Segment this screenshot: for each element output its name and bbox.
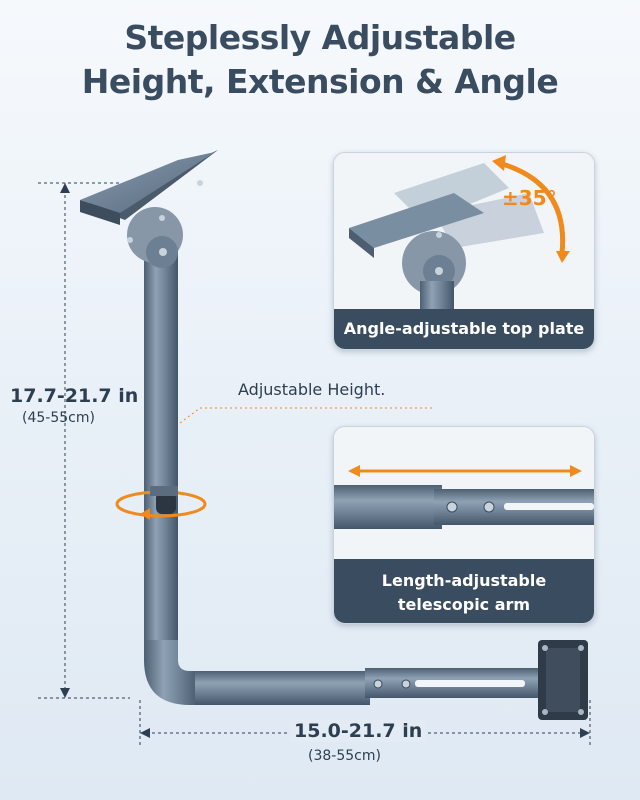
height-dimension-metric: (45-55cm) xyxy=(22,410,95,426)
arm-screw xyxy=(373,679,383,689)
telescopic-arm-illustration xyxy=(334,427,594,559)
arm-screw xyxy=(401,679,411,689)
wall-plate xyxy=(538,640,588,720)
title-line-2: Height, Extension & Angle xyxy=(81,62,559,101)
telescopic-caption-line-2: telescopic arm xyxy=(397,595,531,614)
angle-range-label: ±35° xyxy=(502,186,557,210)
page-title: Steplessly Adjustable Height, Extension … xyxy=(0,16,640,104)
top-plate-bracket xyxy=(80,150,218,268)
telescopic-caption-line-1: Length-adjustable xyxy=(381,571,547,590)
length-dimension-label: 15.0-21.7 in xyxy=(290,720,427,742)
angle-card-caption: Angle-adjustable top plate xyxy=(334,309,594,349)
arm-slot xyxy=(415,680,525,687)
tube-elbow xyxy=(144,640,200,705)
length-dimension-metric: (38-55cm) xyxy=(308,748,381,764)
height-adjust-knob xyxy=(115,486,207,520)
height-dimension-label: 17.7-21.7 in xyxy=(10,385,139,407)
telescopic-card-caption: Length-adjustable telescopic arm xyxy=(334,559,594,623)
angle-adjust-card: Angle-adjustable top plate xyxy=(333,152,595,350)
height-dimension-line xyxy=(38,182,130,699)
horizontal-tube xyxy=(195,671,370,705)
telescopic-arm-card: Length-adjustable telescopic arm xyxy=(333,426,595,624)
angle-plate-illustration xyxy=(334,153,594,311)
adjustable-height-label: Adjustable Height. xyxy=(238,380,386,399)
vertical-tube xyxy=(144,248,178,648)
title-line-1: Steplessly Adjustable xyxy=(124,18,516,57)
